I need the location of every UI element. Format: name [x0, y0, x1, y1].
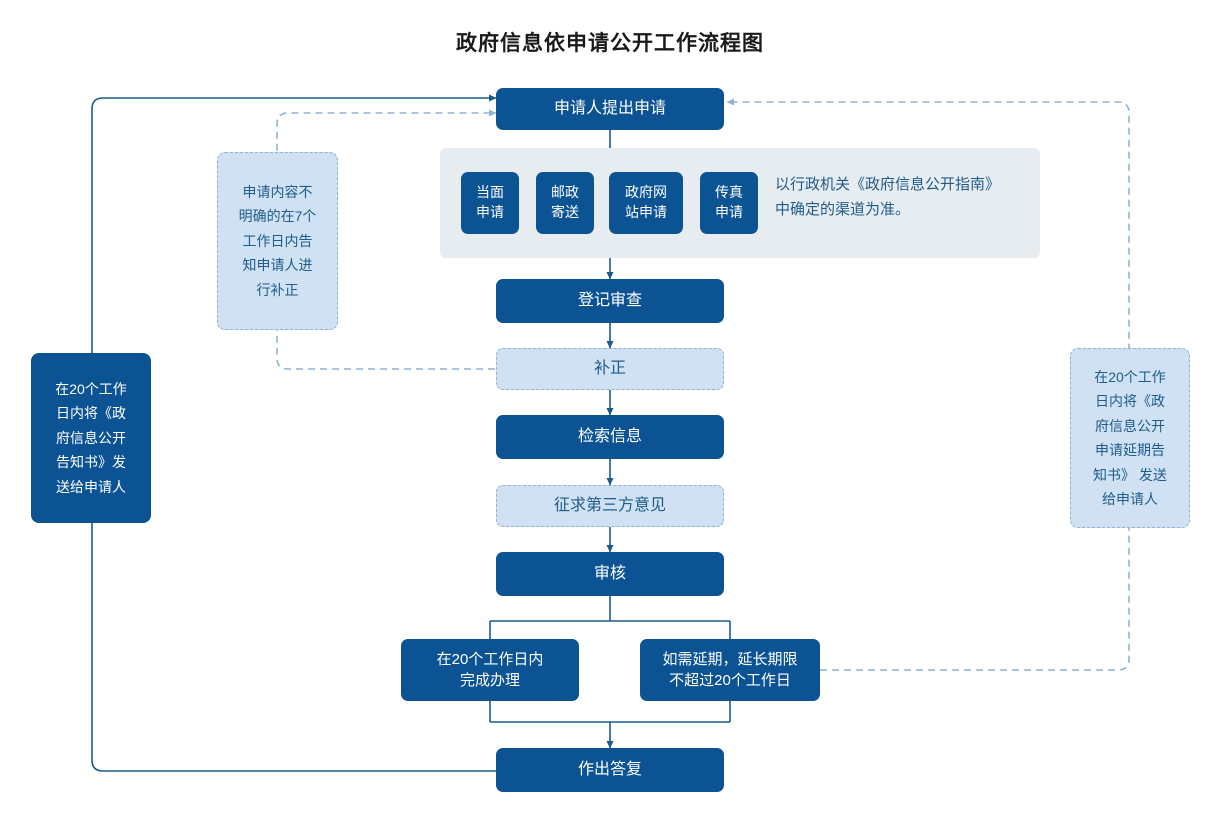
node-start[interactable]: 申请人提出申请 [496, 88, 724, 130]
node-reply[interactable]: 作出答复 [496, 748, 724, 792]
note-unclear-application: 申请内容不 明确的在7个 工作日内告 知申请人进 行补正 [217, 152, 338, 330]
channel-note: 以行政机关《政府信息公开指南》 中确定的渠道为准。 [775, 176, 1001, 218]
note-disclosure-notice: 在20个工作 日内将《政 府信息公开 告知书》发 送给申请人 [31, 353, 151, 523]
node-search-info[interactable]: 检索信息 [496, 415, 724, 459]
node-channel-website[interactable]: 政府网 站申请 [609, 172, 683, 234]
node-channel-postal[interactable]: 邮政 寄送 [536, 172, 594, 234]
node-register-review[interactable]: 登记审查 [496, 279, 724, 323]
node-complete-in-20-days[interactable]: 在20个工作日内 完成办理 [401, 639, 579, 701]
node-amend[interactable]: 补正 [496, 348, 724, 390]
node-third-party-opinion[interactable]: 征求第三方意见 [496, 485, 724, 527]
page-title: 政府信息依申请公开工作流程图 [456, 32, 764, 55]
node-channel-in-person[interactable]: 当面 申请 [461, 172, 519, 234]
node-review[interactable]: 审核 [496, 552, 724, 596]
node-extension[interactable]: 如需延期，延长期限 不超过20个工作日 [640, 639, 820, 701]
note-extension-notice: 在20个工作 日内将《政 府信息公开 申请延期告 知书》 发送 给申请人 [1070, 348, 1190, 528]
node-channel-fax[interactable]: 传真 申请 [700, 172, 758, 234]
